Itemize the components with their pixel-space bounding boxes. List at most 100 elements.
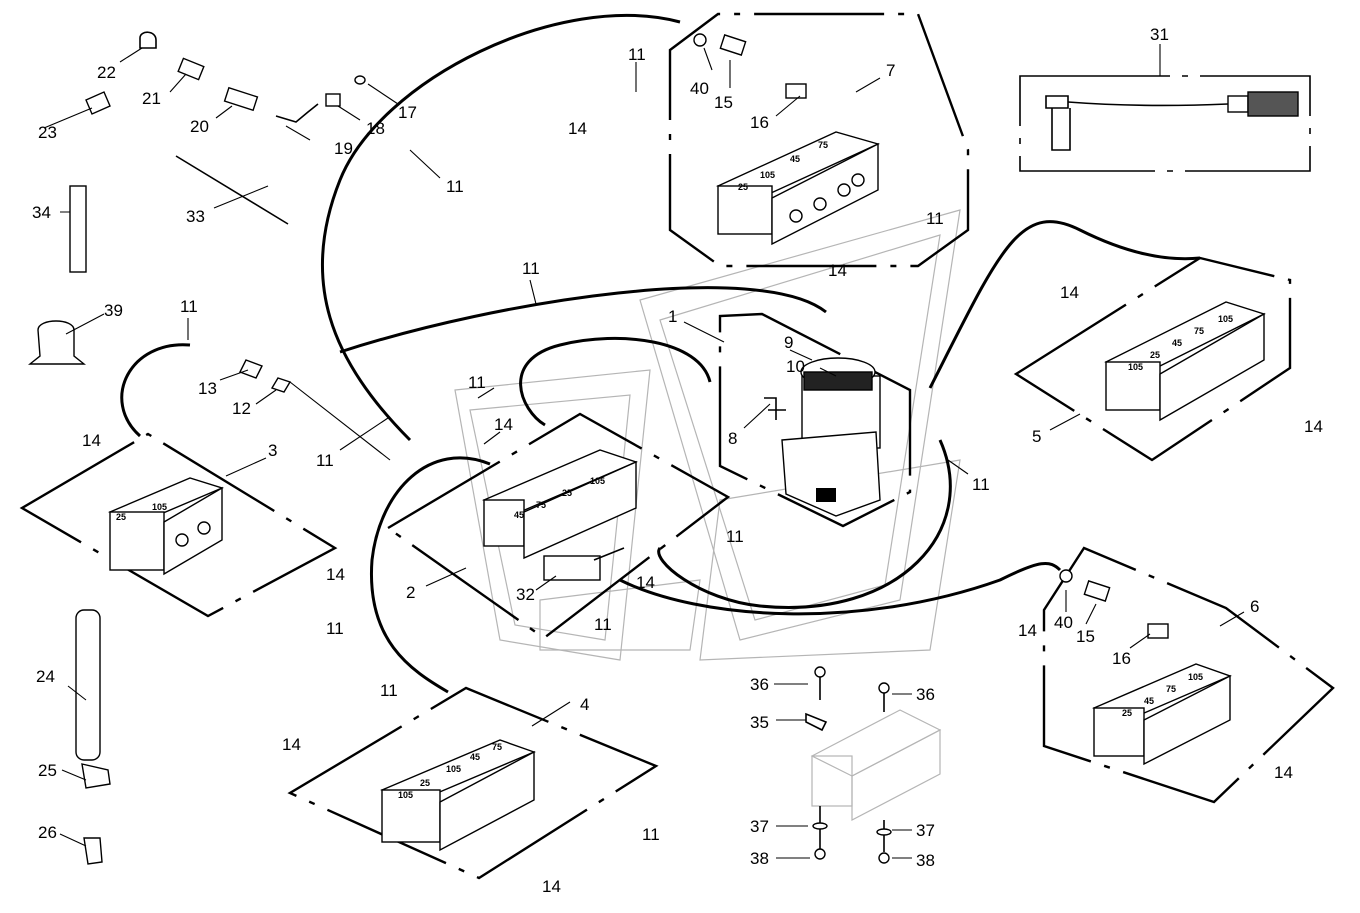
- block-5-stamp-5: 105: [1218, 314, 1233, 324]
- callout-17: 17: [398, 103, 417, 122]
- callout-18: 18: [366, 119, 385, 138]
- callout-38-b: 38: [916, 851, 935, 870]
- block-7-stamp-4: 75: [818, 140, 828, 150]
- block-2-stamp-2: 75: [536, 500, 546, 510]
- block-6-stamp-3: 75: [1166, 684, 1176, 694]
- block-4-stamp-3: 105: [446, 764, 461, 774]
- callout-3: 3: [268, 441, 277, 460]
- block-7-stamp-1: 25: [738, 182, 748, 192]
- block-5-stamp-4: 75: [1194, 326, 1204, 336]
- callout-40-b: 40: [1054, 613, 1073, 632]
- watermark-logo: [454, 209, 961, 661]
- callout-34: 34: [32, 203, 51, 222]
- callout-15-a: 15: [714, 93, 733, 112]
- callout-16-b: 16: [1112, 649, 1131, 668]
- loose-fittings: [28, 31, 1169, 865]
- group-frames: [19, 12, 1335, 880]
- callout-11-c: 11: [326, 619, 344, 638]
- callout-1: 1: [668, 307, 677, 326]
- callout-35: 35: [750, 713, 769, 732]
- block-4-stamp-2: 25: [420, 778, 430, 788]
- callout-19: 19: [334, 139, 353, 158]
- block-6-stamp-2: 45: [1144, 696, 1154, 706]
- mounting-block-detail: [805, 666, 942, 864]
- block-2-stamp-1: 45: [514, 510, 524, 520]
- distributor-block-2: 45 75 25 105: [482, 449, 638, 581]
- callout-13: 13: [198, 379, 217, 398]
- callout-14-e: 14: [568, 119, 587, 138]
- callout-24: 24: [36, 667, 55, 686]
- block-3-stamp-1: 25: [116, 512, 126, 522]
- callout-14-f: 14: [828, 261, 847, 280]
- callout-11-l: 11: [380, 681, 398, 700]
- distributor-block-6: 25 45 75 105: [1092, 663, 1232, 766]
- callout-32: 32: [516, 585, 535, 604]
- callout-36-a: 36: [750, 675, 769, 694]
- callout-14-a: 14: [82, 431, 101, 450]
- callout-14-i: 14: [1018, 621, 1037, 640]
- callout-21: 21: [142, 89, 161, 108]
- block-3-stamp-2: 105: [152, 502, 167, 512]
- callout-10: 10: [786, 357, 805, 376]
- callout-11-h: 11: [594, 615, 612, 634]
- callout-11-d: 11: [446, 177, 464, 196]
- block-7-stamp-2: 105: [760, 170, 775, 180]
- block-5-stamp-3: 45: [1172, 338, 1182, 348]
- distributor-block-4: 105 25 105 45 75: [380, 739, 536, 852]
- callout-11-g: 11: [726, 527, 744, 546]
- block-6-stamp-1: 25: [1122, 708, 1132, 718]
- callout-11-i: 11: [628, 45, 646, 64]
- block-4-stamp-5: 75: [492, 742, 502, 752]
- callout-14-d: 14: [636, 573, 655, 592]
- callout-4: 4: [580, 695, 589, 714]
- callout-14-g: 14: [1060, 283, 1079, 302]
- callout-14-c: 14: [494, 415, 513, 434]
- block-4-stamp-4: 45: [470, 752, 480, 762]
- callout-25: 25: [38, 761, 57, 780]
- callout-14-l: 14: [542, 877, 561, 896]
- callout-31: 31: [1150, 25, 1169, 44]
- callout-16-a: 16: [750, 113, 769, 132]
- callout-37-b: 37: [916, 821, 935, 840]
- callout-14-b: 14: [326, 565, 345, 584]
- callout-39: 39: [104, 301, 123, 320]
- callout-14-k: 14: [282, 735, 301, 754]
- callout-11-m: 11: [642, 825, 660, 844]
- callout-2: 2: [406, 583, 415, 602]
- block-2-stamp-4: 105: [590, 476, 605, 486]
- callout-labels: 22 21 23 20 19 18 17 33 34 39 11 13 12 1…: [32, 25, 1323, 896]
- callout-14-h: 14: [1304, 417, 1323, 436]
- callout-6: 6: [1250, 597, 1259, 616]
- callout-8: 8: [728, 429, 737, 448]
- callout-23: 23: [38, 123, 57, 142]
- callout-37-a: 37: [750, 817, 769, 836]
- callout-11-e: 11: [522, 259, 540, 278]
- block-5-stamp-2: 25: [1150, 350, 1160, 360]
- callout-11-b: 11: [316, 451, 334, 470]
- callout-12: 12: [232, 399, 251, 418]
- pipes: [120, 13, 1201, 694]
- callout-11-a: 11: [180, 297, 198, 316]
- leader-lines: [43, 44, 1245, 859]
- callout-33: 33: [186, 207, 205, 226]
- callout-38-a: 38: [750, 849, 769, 868]
- distributor-block-5: 105 25 45 75 105: [1104, 301, 1266, 422]
- callout-9: 9: [784, 333, 793, 352]
- callout-5: 5: [1032, 427, 1041, 446]
- callout-20: 20: [190, 117, 209, 136]
- distributor-block-3: 25 105: [107, 477, 225, 576]
- callout-22: 22: [97, 63, 116, 82]
- lubrication-pump: [764, 357, 881, 517]
- block-5-stamp-1: 105: [1128, 362, 1143, 372]
- callout-11-f: 11: [468, 373, 486, 392]
- callout-26: 26: [38, 823, 57, 842]
- callout-7: 7: [886, 61, 895, 80]
- block-6-stamp-4: 105: [1188, 672, 1203, 682]
- block-7-stamp-3: 45: [790, 154, 800, 164]
- callout-11-k: 11: [972, 475, 990, 494]
- distributor-block-7: 25 105 45 75: [715, 131, 881, 246]
- sensor-cable: [1045, 91, 1299, 151]
- callout-15-b: 15: [1076, 627, 1095, 646]
- callout-14-j: 14: [1274, 763, 1293, 782]
